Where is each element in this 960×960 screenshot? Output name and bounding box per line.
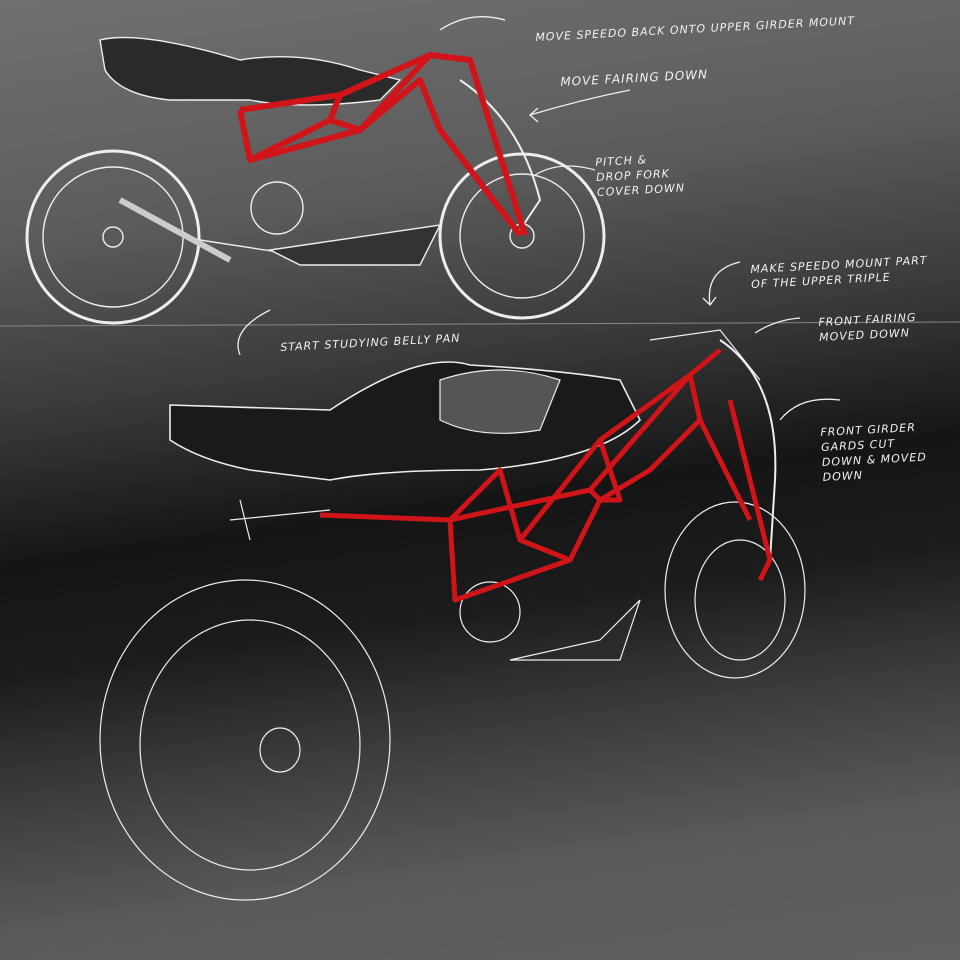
side-view-motorcycle bbox=[25, 36, 606, 325]
perspective-motorcycle bbox=[99, 329, 806, 901]
ground-line bbox=[0, 321, 960, 327]
annotation-arrows bbox=[237, 16, 841, 421]
note-girder-guards: Front girder gards cut down & moved down bbox=[820, 420, 928, 484]
note-front-fairing: Front fairing moved down bbox=[818, 310, 917, 344]
perspective-red-frame bbox=[319, 348, 773, 603]
side-view-red-frame bbox=[237, 52, 528, 237]
note-fork-cover: Pitch & drop fork cover down bbox=[595, 153, 686, 199]
